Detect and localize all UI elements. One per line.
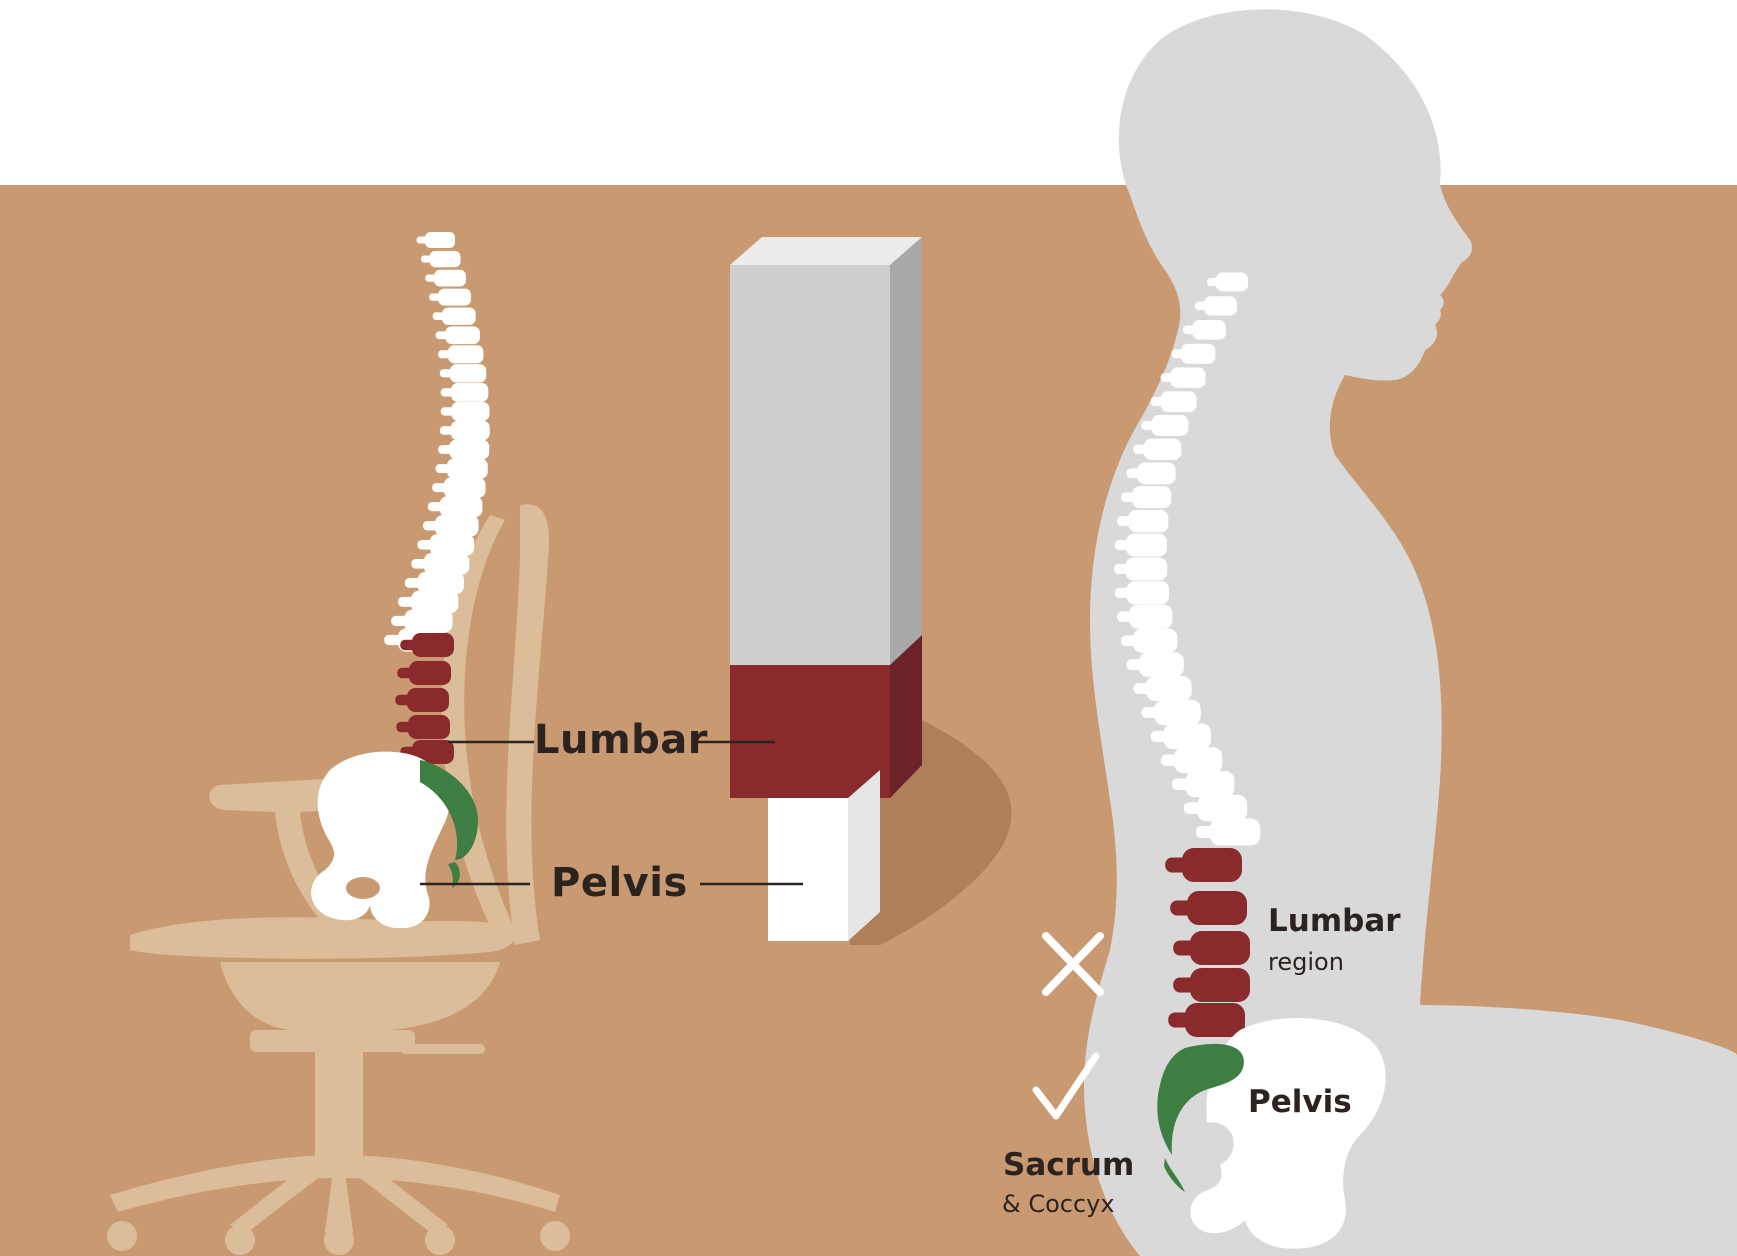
right-lumbar-sublabel: region [1268, 948, 1344, 976]
right-vertebra [1117, 509, 1169, 533]
left-vertebra [438, 439, 490, 460]
right-vertebra [1160, 747, 1223, 774]
right-vertebra [1133, 438, 1182, 461]
left-vertebra [425, 269, 466, 287]
right-lumbar-vertebra [1168, 1003, 1245, 1037]
left-vertebra [398, 590, 459, 614]
right-vertebra [1183, 794, 1248, 822]
left-vertebra [435, 326, 480, 345]
left-sacrum [420, 760, 478, 860]
right-vertebra [1207, 272, 1248, 292]
left-vertebra [427, 496, 483, 518]
right-vertebra [1114, 533, 1167, 557]
left-lumbar-vertebra [396, 715, 450, 739]
right-spine [1113, 272, 1261, 1037]
spine-block-model [730, 237, 1012, 945]
left-pelvis-label: Pelvis [551, 860, 688, 906]
left-vertebra [439, 420, 490, 441]
left-lumbar-label: Lumbar [534, 717, 708, 763]
right-vertebra [1126, 652, 1184, 677]
right-lumbar-vertebra [1170, 891, 1247, 925]
right-vertebra [1121, 628, 1178, 653]
left-lumbar-vertebra [400, 740, 454, 764]
left-vertebra [417, 533, 475, 556]
left-lumbar-vertebra [400, 633, 454, 657]
right-lumbar-vertebra [1165, 848, 1242, 882]
left-vertebra [438, 345, 484, 364]
right-vertebra [1160, 367, 1206, 388]
right-vertebra [1113, 557, 1168, 581]
left-vertebra [435, 458, 488, 479]
right-lumbar-label: Lumbar [1268, 903, 1401, 939]
right-pelvis-hole [1186, 1122, 1234, 1169]
left-lumbar-vertebra [397, 661, 451, 685]
right-sacrum [1157, 1043, 1244, 1155]
sacrum-sublabel: & Coccyx [1002, 1190, 1115, 1218]
right-vertebra [1133, 676, 1192, 701]
right-vertebra [1195, 818, 1261, 846]
right-vertebra [1194, 296, 1237, 316]
right-vertebra [1150, 723, 1212, 750]
left-vertebra [429, 288, 471, 306]
right-vertebra [1121, 486, 1172, 509]
right-vertebra [1114, 581, 1170, 605]
check-icon [1032, 1052, 1100, 1120]
left-vertebra [416, 232, 455, 248]
left-vertebra [440, 382, 489, 402]
right-lumbar-vertebra [1173, 931, 1250, 965]
left-vertebra [432, 307, 476, 325]
right-vertebra [1126, 462, 1176, 485]
cross-icon [1042, 932, 1104, 996]
left-vertebra [440, 401, 490, 422]
left-vertebra [411, 552, 470, 575]
right-vertebra [1150, 391, 1197, 412]
right-vertebra [1141, 414, 1189, 437]
left-leader-lines [420, 740, 803, 886]
left-vertebra [391, 609, 453, 633]
left-vertebra [432, 477, 486, 498]
left-vertebra [422, 515, 479, 537]
right-coccyx [1164, 1158, 1185, 1192]
right-vertebra [1117, 604, 1173, 629]
left-vertebra [439, 364, 487, 383]
right-vertebra [1141, 699, 1201, 726]
left-coccyx [448, 862, 460, 888]
right-vertebra [1171, 770, 1235, 798]
right-pelvis-label: Pelvis [1248, 1084, 1352, 1120]
right-lumbar-vertebra [1173, 968, 1250, 1002]
right-pelvis-bone [1190, 1018, 1386, 1249]
right-vertebra [1171, 343, 1216, 364]
left-vertebra [420, 250, 461, 268]
left-spine [384, 232, 490, 764]
left-vertebra [404, 571, 464, 595]
right-vertebra [1182, 319, 1226, 340]
left-lumbar-vertebra [395, 688, 449, 712]
sacrum-label: Sacrum [1003, 1147, 1135, 1183]
left-pelvis-hole [346, 877, 380, 899]
left-pelvis-bone [311, 751, 450, 929]
